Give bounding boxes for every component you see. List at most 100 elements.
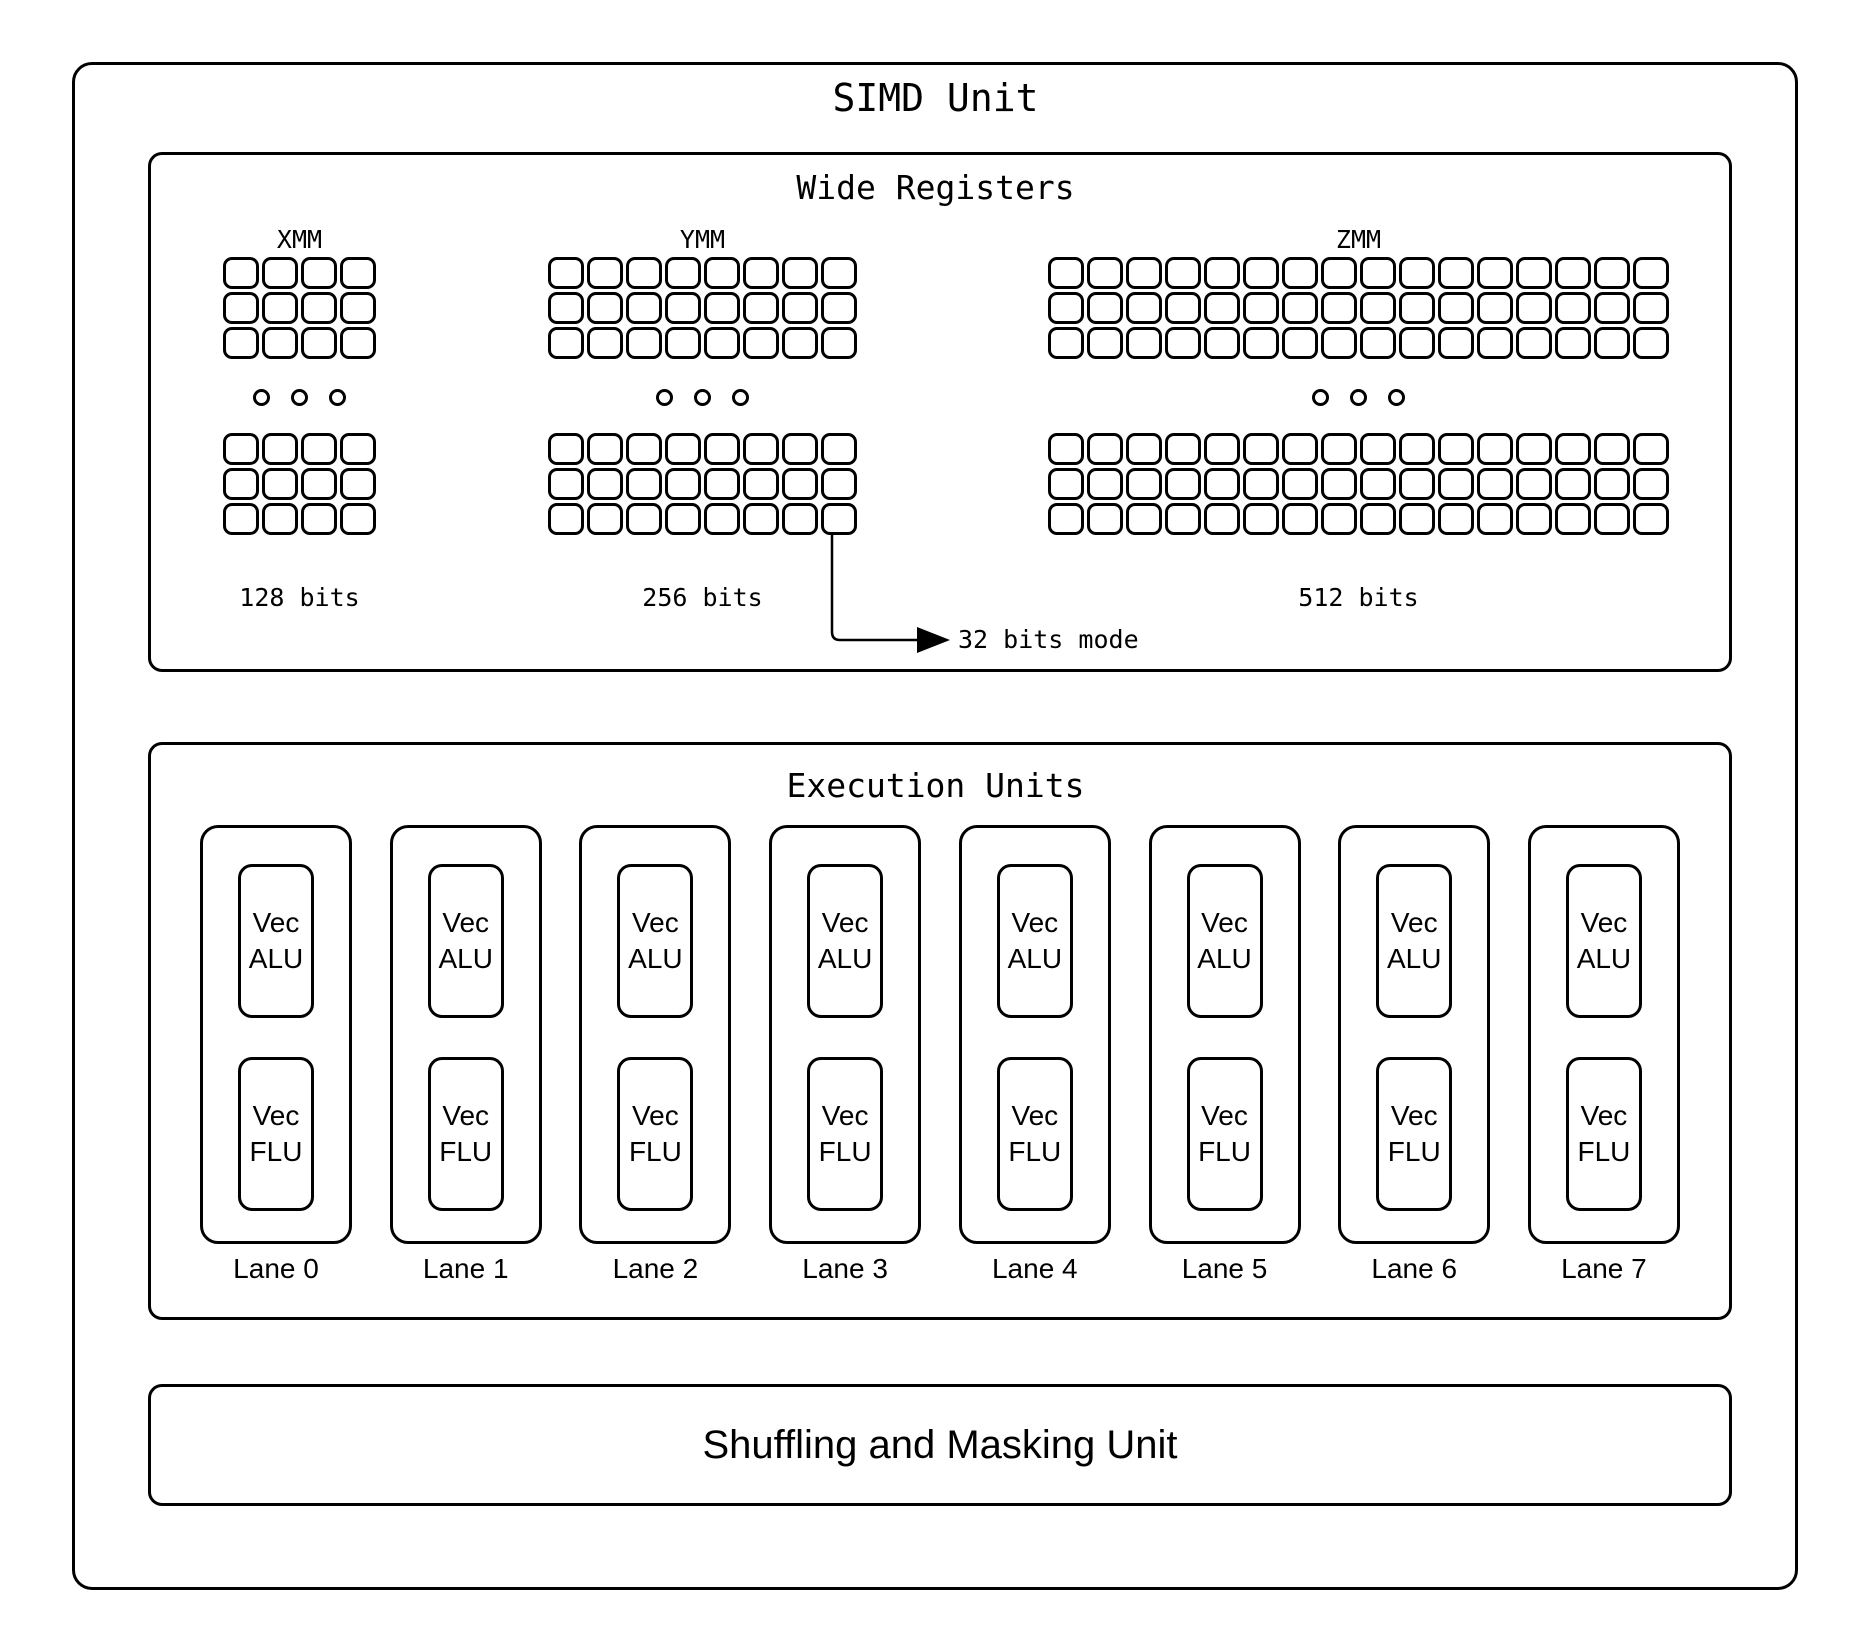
unit-label-line1: Vec [1390, 907, 1438, 938]
register-bit-cell [665, 292, 701, 324]
unit-label-line2: ALU [248, 943, 304, 974]
register-bit-cell [1594, 433, 1630, 465]
register-bit-cell [704, 257, 740, 289]
register-bit-cell [262, 292, 298, 324]
register-bit-cell [1165, 292, 1201, 324]
register-bit-cell [548, 292, 584, 324]
register-bit-cell [223, 327, 259, 359]
register-bit-cell [1555, 292, 1591, 324]
register-bit-cell [1633, 433, 1669, 465]
register-bit-cell [821, 503, 857, 535]
ellipsis-dot [253, 389, 270, 406]
register-bit-cell [1126, 257, 1162, 289]
bits-mode-label: 32 bits mode [958, 625, 1139, 654]
register-bit-cell [1516, 257, 1552, 289]
register-bits-label: 512 bits [1298, 583, 1419, 612]
register-bit-cell [743, 257, 779, 289]
register-bit-cell [782, 503, 818, 535]
more-registers-ellipsis [1312, 389, 1405, 406]
lane-label: Lane 3 [802, 1253, 888, 1284]
register-bit-cell [1321, 503, 1357, 535]
register-bit-cell [704, 433, 740, 465]
register-bit-cell [1555, 503, 1591, 535]
unit-label-line2: ALU [1386, 943, 1442, 974]
register-bit-cell [1282, 433, 1318, 465]
register-bit-cell [587, 257, 623, 289]
unit-label-line1: Vec [1201, 1100, 1248, 1131]
unit-label-line1: Vec [252, 907, 300, 938]
unit-label-line1: Vec [442, 907, 490, 938]
unit-label-line2: FLU [818, 1136, 872, 1167]
register-bits-label: 256 bits [642, 583, 763, 612]
register-bit-cell [1321, 468, 1357, 500]
register-bit-cell [1594, 292, 1630, 324]
register-bit-cell [1204, 468, 1240, 500]
register-bit-cell [1594, 257, 1630, 289]
register-bit-cell [821, 327, 857, 359]
register-bit-cell [1126, 327, 1162, 359]
ellipsis-dot [656, 389, 673, 406]
register-bit-cell [1087, 327, 1123, 359]
unit-label-line2: FLU [249, 1136, 303, 1167]
register-bit-cell [743, 468, 779, 500]
ellipsis-dot [1350, 389, 1367, 406]
register-bit-cell [626, 327, 662, 359]
register-bit-cell [1204, 503, 1240, 535]
register-bit-cell [1594, 468, 1630, 500]
unit-label-line1: Vec [821, 1100, 869, 1131]
register-bit-cell [1555, 327, 1591, 359]
register-bit-cell [782, 468, 818, 500]
register-bit-cell [743, 292, 779, 324]
lane-label: Lane 0 [233, 1253, 319, 1284]
unit-label-line1: Vec [632, 1100, 679, 1131]
execution-units-title: Execution Units [786, 766, 1085, 805]
register-bit-cell [1204, 257, 1240, 289]
register-bit-cell [223, 257, 259, 289]
register-bit-cell [1087, 257, 1123, 289]
simd-unit-title: SIMD Unit [832, 76, 1039, 120]
register-bit-cell [1477, 327, 1513, 359]
register-bit-cell [1360, 327, 1396, 359]
shuffling-masking-box: Shuffling and Masking Unit [148, 1384, 1732, 1506]
wide-registers-title: Wide Registers [796, 168, 1075, 207]
unit-label-line2: FLU [439, 1136, 493, 1167]
register-bit-cell [1438, 327, 1474, 359]
register-bit-cell [1633, 468, 1669, 500]
register-bit-cell [1477, 292, 1513, 324]
register-bit-cell [704, 468, 740, 500]
register-bit-cell [665, 433, 701, 465]
unit-label-line2: FLU [1008, 1136, 1062, 1167]
register-bit-cell [743, 327, 779, 359]
register-bit-cell [1282, 327, 1318, 359]
unit-label-line2: ALU [628, 943, 683, 974]
register-bit-cell [1282, 257, 1318, 289]
unit-label-line2: FLU [628, 1136, 682, 1167]
register-bit-cell [262, 257, 298, 289]
register-bit-cell [1438, 503, 1474, 535]
lane-label: Lane 4 [991, 1253, 1078, 1284]
register-bit-cell [1633, 257, 1669, 289]
ellipsis-dot [694, 389, 711, 406]
register-bit-cell [821, 433, 857, 465]
register-bit-cell [1282, 503, 1318, 535]
register-bit-cell [665, 257, 701, 289]
register-bit-cell [1243, 292, 1279, 324]
unit-label-line2: ALU [438, 943, 493, 974]
register-grid-bottom [223, 433, 376, 535]
